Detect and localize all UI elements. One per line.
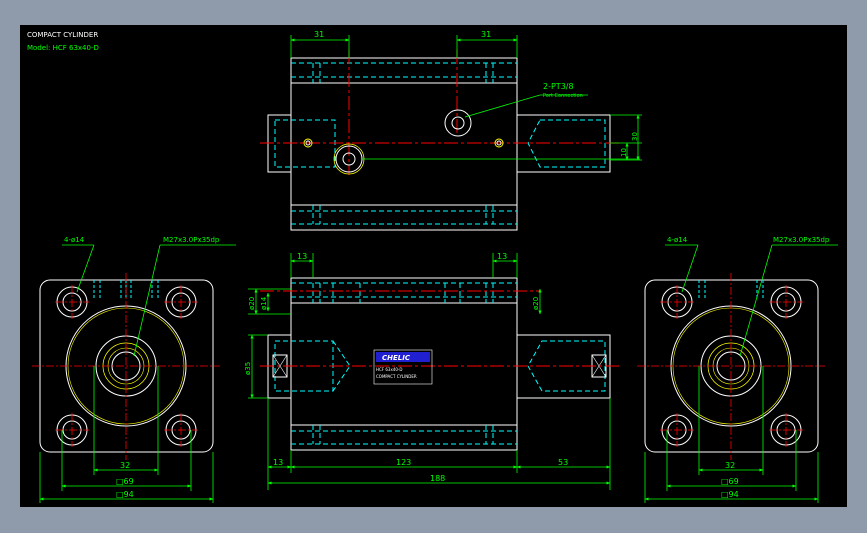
- dim-front-top-left: 13: [297, 252, 307, 261]
- plate-line2: COMPACT CYLINDER: [376, 374, 417, 379]
- dim-pitch-left: 32: [120, 461, 130, 470]
- thread-callout-right: M27x3.0Px35dp: [773, 236, 830, 244]
- dim-square-inner-right: □69: [721, 477, 739, 486]
- holes-callout-right: 4-ø14: [667, 236, 688, 244]
- port-callout-sub: Port Connection: [543, 93, 583, 99]
- left-side-view: 4-ø14 M27x3.0Px35dp 32 □69 □94: [32, 236, 236, 503]
- plate-brand: CHELIC: [382, 354, 411, 362]
- front-view: CHELIC HCF 63x40-D COMPACT CYLINDER: [244, 252, 620, 490]
- dim-bottom-right: 53: [558, 458, 568, 467]
- dim-square-outer-left: □94: [116, 490, 134, 499]
- dim-rod-dia: ø35: [244, 362, 252, 375]
- model-label: Model: HCF 63x40-D: [27, 44, 99, 52]
- port-callout: 2-PT3/8: [543, 82, 574, 91]
- right-side-view: 4-ø14 M27x3.0Px35dp 32 □69 □94: [637, 236, 838, 503]
- drawing-title: COMPACT CYLINDER: [27, 31, 98, 39]
- dim-pitch-right: 32: [725, 461, 735, 470]
- cad-drawing: COMPACT CYLINDER Model: HCF 63x40-D: [20, 25, 847, 507]
- plate-line1: HCF 63x40-D: [376, 367, 402, 372]
- dim-square-inner-left: □69: [116, 477, 134, 486]
- top-view: 31 31 2-PT3/8 Port Connection 10 30: [260, 30, 642, 231]
- dim-dia-outer: ø20: [248, 297, 256, 310]
- holes-callout-left: 4-ø14: [64, 236, 85, 244]
- dim-top-left: 31: [314, 30, 324, 39]
- dim-front-top-right: 13: [497, 252, 507, 261]
- thread-callout-left: M27x3.0Px35dp: [163, 236, 220, 244]
- dim-dia-right: ø20: [532, 297, 540, 310]
- dim-top-right: 31: [481, 30, 491, 39]
- dim-bottom-mid: 123: [396, 458, 411, 467]
- dim-dia-inner: ø14: [260, 296, 268, 310]
- dim-h1: 10: [620, 148, 628, 157]
- dim-h2: 30: [631, 132, 639, 141]
- drawing-svg: COMPACT CYLINDER Model: HCF 63x40-D: [27, 30, 838, 503]
- dim-total: 188: [430, 474, 445, 483]
- dim-square-outer-right: □94: [721, 490, 739, 499]
- dim-bottom-left: 13: [273, 458, 283, 467]
